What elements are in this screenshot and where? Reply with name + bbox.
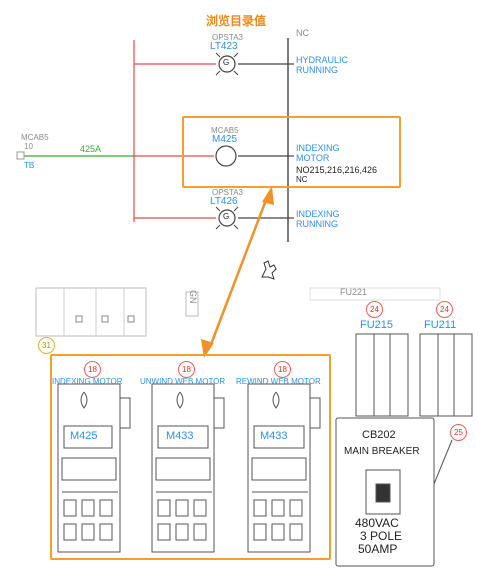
breaker-line1: 480VAC [355, 516, 399, 530]
fuse-2-tag: FU211 [424, 319, 457, 331]
row1-source: OPSTA3 [212, 33, 243, 42]
fuse-fu211-body [419, 333, 473, 417]
row1-tag: LT423 [210, 41, 238, 52]
callout-31: 31 [38, 337, 55, 354]
feed-tb: TB [24, 161, 35, 170]
coil-m425 [215, 145, 237, 167]
row1-desc2: RUNNING [296, 65, 338, 75]
breaker-line2: 3 POLE [360, 529, 403, 543]
fuse-fu215-body [355, 333, 409, 417]
contactor-body-2 [151, 383, 225, 553]
top-partial-nc: NC [296, 28, 309, 38]
contactor-2-tag: M433 [166, 430, 194, 442]
row1-desc1: HYDRAULIC [296, 55, 349, 65]
row3-source: OPSTA3 [212, 188, 243, 197]
row2-source: MCAB5 [211, 126, 239, 135]
contactor-3-label: REWIND WEB MOTOR [236, 377, 321, 386]
fuse-1-tag: FU215 [360, 319, 394, 331]
contactor-2-label: UNWIND WEB MOTOR [140, 377, 226, 386]
row2-desc2: MOTOR [296, 153, 330, 163]
row2-tag: M425 [212, 134, 238, 145]
coil-lt423 [215, 52, 239, 76]
callout-18-1: 18 [84, 361, 101, 378]
row2-nc: NC [296, 175, 308, 184]
main-breaker-body [335, 417, 453, 567]
wire-label: 425A [80, 144, 102, 154]
feed-num: 10 [24, 142, 33, 151]
callout-24-2: 24 [436, 301, 453, 318]
coil-symbol-3: G [223, 212, 230, 221]
breaker-title: MAIN BREAKER [344, 446, 420, 457]
row3-desc1: INDEXING [296, 209, 340, 219]
coil-symbol-1: G [223, 58, 230, 67]
feed-cab: MCAB5 [21, 133, 49, 142]
pointer-hand-icon [261, 260, 277, 280]
contactor-1-label: INDEXING MOTOR [52, 377, 123, 386]
double-arrow-icon [201, 186, 274, 358]
contactor-1-tag: M425 [70, 430, 98, 442]
contactor-body-1 [57, 383, 131, 553]
contactor-3-tag: M433 [260, 430, 288, 442]
callout-24-1: 24 [366, 301, 383, 318]
row3-desc2: RUNNING [296, 219, 338, 229]
breaker-line3: 50AMP [358, 542, 398, 556]
callout-18-2: 18 [178, 361, 195, 378]
coil-lt426 [215, 206, 239, 230]
partial-label-gn: GN [188, 290, 198, 304]
row3-tag: LT426 [210, 196, 238, 207]
breaker-tag: CB202 [362, 429, 396, 441]
schematic-highlight[interactable] [182, 116, 401, 188]
row2-contacts: NO215,216,216,426 [296, 165, 378, 175]
catalog-values-title: 浏览目录值 [206, 14, 267, 28]
row2-desc1: INDEXING [296, 143, 340, 153]
callout-18-3: 18 [274, 361, 291, 378]
contactor-body-3 [247, 383, 321, 553]
panel-highlight[interactable] [50, 354, 331, 560]
callout-25: 25 [450, 424, 467, 441]
top-partial-fu221: FU221 [340, 287, 368, 297]
